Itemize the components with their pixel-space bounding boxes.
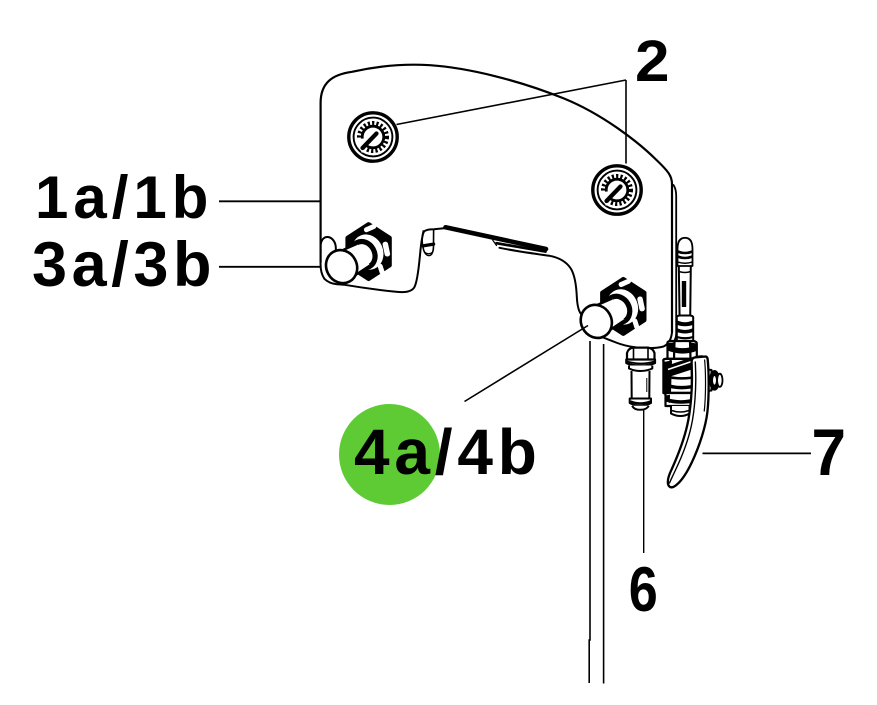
svg-text:7: 7 xyxy=(812,415,847,489)
svg-text:4a/4b: 4a/4b xyxy=(354,416,542,488)
svg-text:3a/3b: 3a/3b xyxy=(32,230,216,300)
svg-text:6: 6 xyxy=(629,555,658,625)
svg-text:1a/1b: 1a/1b xyxy=(35,164,213,231)
svg-text:2: 2 xyxy=(635,29,670,94)
